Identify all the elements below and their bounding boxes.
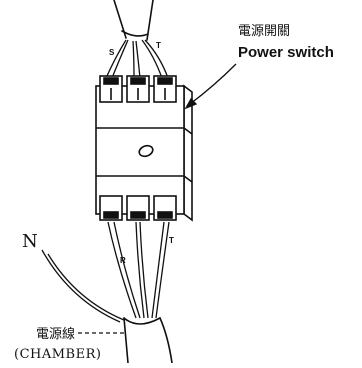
cord-caption-en: (CHAMBER) [14, 347, 101, 362]
lower-wires [107, 221, 170, 319]
upper-wires [105, 39, 169, 79]
power-switch [95, 75, 193, 222]
switch-leader [184, 63, 237, 110]
switch-caption-cn: 電源開關 [238, 24, 290, 39]
switch-caption-en: Power switch [238, 44, 334, 61]
wire-label-bottom-right: T [169, 236, 174, 245]
wire-label-bottom-left: R [120, 256, 126, 265]
upper-cable [113, 0, 154, 41]
neutral-wire [41, 249, 125, 323]
wire-label-top-left: S [109, 48, 115, 57]
wire-label-top-right: T [156, 41, 161, 50]
power-cord [123, 317, 173, 364]
neutral-label: N [22, 231, 38, 252]
cord-caption-cn: 電源線 [36, 326, 75, 342]
